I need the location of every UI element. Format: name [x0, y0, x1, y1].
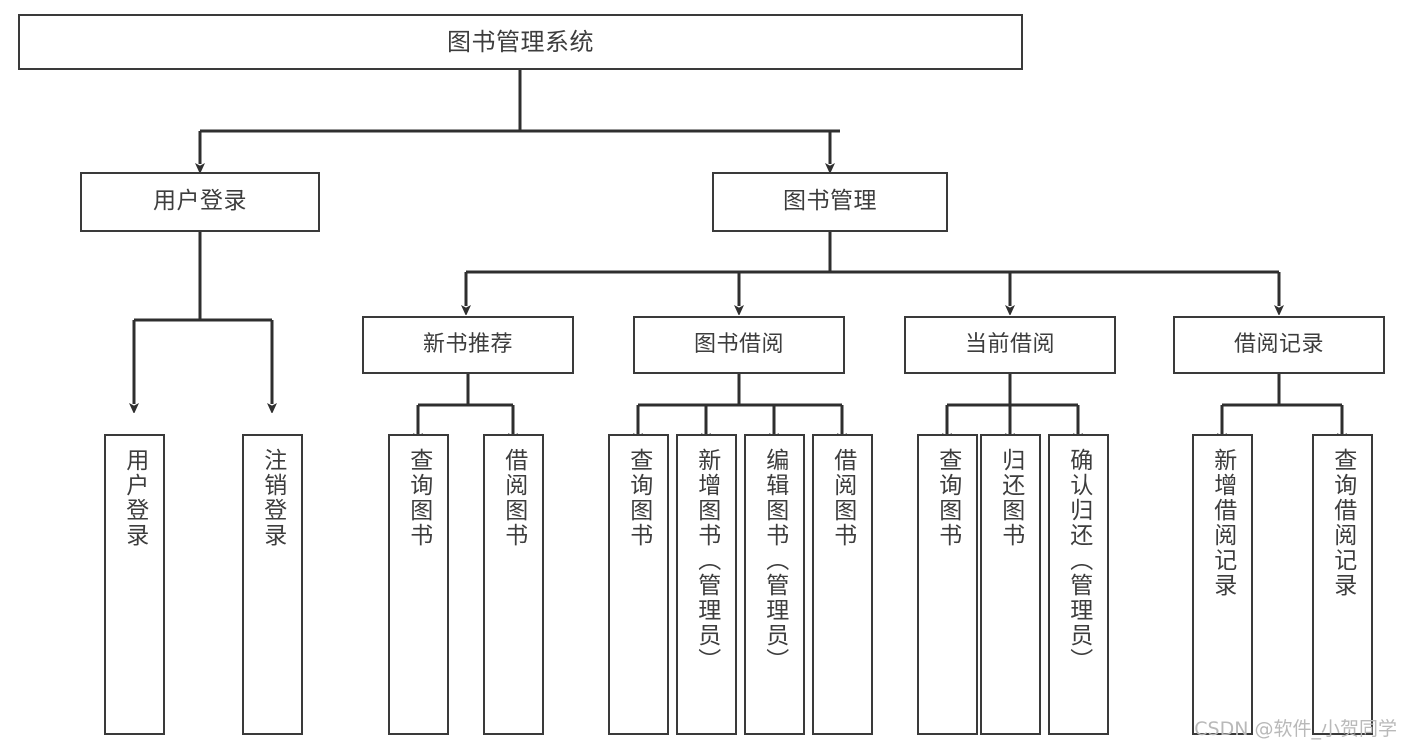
node-label: 用户登录	[153, 188, 247, 215]
node-label: 编辑图书（管理员）	[761, 448, 788, 673]
node-root-book-management-system[interactable]: 图书管理系统	[18, 14, 1023, 70]
node-label: 图书借阅	[693, 332, 784, 358]
leaf-current-borrow-return[interactable]: 归还图书	[980, 434, 1041, 735]
leaf-new-book-borrow[interactable]: 借阅图书	[483, 434, 544, 735]
node-label: 确认归还（管理员）	[1065, 448, 1092, 673]
node-label: 查询图书	[934, 448, 961, 548]
node-label: 借阅记录	[1233, 332, 1324, 358]
leaf-book-borrow-borrow[interactable]: 借阅图书	[812, 434, 873, 735]
node-label: 图书管理系统	[447, 27, 594, 56]
csdn-watermark: CSDN @软件_小贺同学	[1194, 718, 1397, 740]
node-book-management[interactable]: 图书管理	[712, 172, 948, 232]
node-label: 图书管理	[783, 188, 877, 215]
node-label: 查询图书	[625, 448, 652, 548]
node-label: 查询借阅记录	[1329, 448, 1356, 598]
node-book-borrowing[interactable]: 图书借阅	[633, 316, 845, 374]
leaf-book-borrow-query[interactable]: 查询图书	[608, 434, 669, 735]
node-label: 用户登录	[121, 448, 148, 548]
node-label: 注销登录	[259, 448, 286, 548]
node-label: 借阅图书	[829, 448, 856, 548]
leaf-user-login-logout[interactable]: 注销登录	[242, 434, 303, 735]
leaf-book-borrow-add-admin[interactable]: 新增图书（管理员）	[676, 434, 737, 735]
leaf-current-borrow-confirm-return-admin[interactable]: 确认归还（管理员）	[1048, 434, 1109, 735]
node-label: 归还图书	[997, 448, 1024, 548]
node-label: 新增借阅记录	[1209, 448, 1236, 598]
node-label: 查询图书	[405, 448, 432, 548]
node-borrowing-record[interactable]: 借阅记录	[1173, 316, 1385, 374]
leaf-borrow-record-query[interactable]: 查询借阅记录	[1312, 434, 1373, 735]
node-label: 当前借阅	[964, 332, 1055, 358]
leaf-user-login-login[interactable]: 用户登录	[104, 434, 165, 735]
node-user-login[interactable]: 用户登录	[80, 172, 320, 232]
leaf-current-borrow-query[interactable]: 查询图书	[917, 434, 978, 735]
leaf-borrow-record-add[interactable]: 新增借阅记录	[1192, 434, 1253, 735]
node-label: 借阅图书	[500, 448, 527, 548]
node-current-borrowing[interactable]: 当前借阅	[904, 316, 1116, 374]
leaf-new-book-query[interactable]: 查询图书	[388, 434, 449, 735]
node-label: 新书推荐	[422, 332, 513, 358]
node-new-book-recommendation[interactable]: 新书推荐	[362, 316, 574, 374]
leaf-book-borrow-edit-admin[interactable]: 编辑图书（管理员）	[744, 434, 805, 735]
node-label: 新增图书（管理员）	[693, 448, 720, 673]
